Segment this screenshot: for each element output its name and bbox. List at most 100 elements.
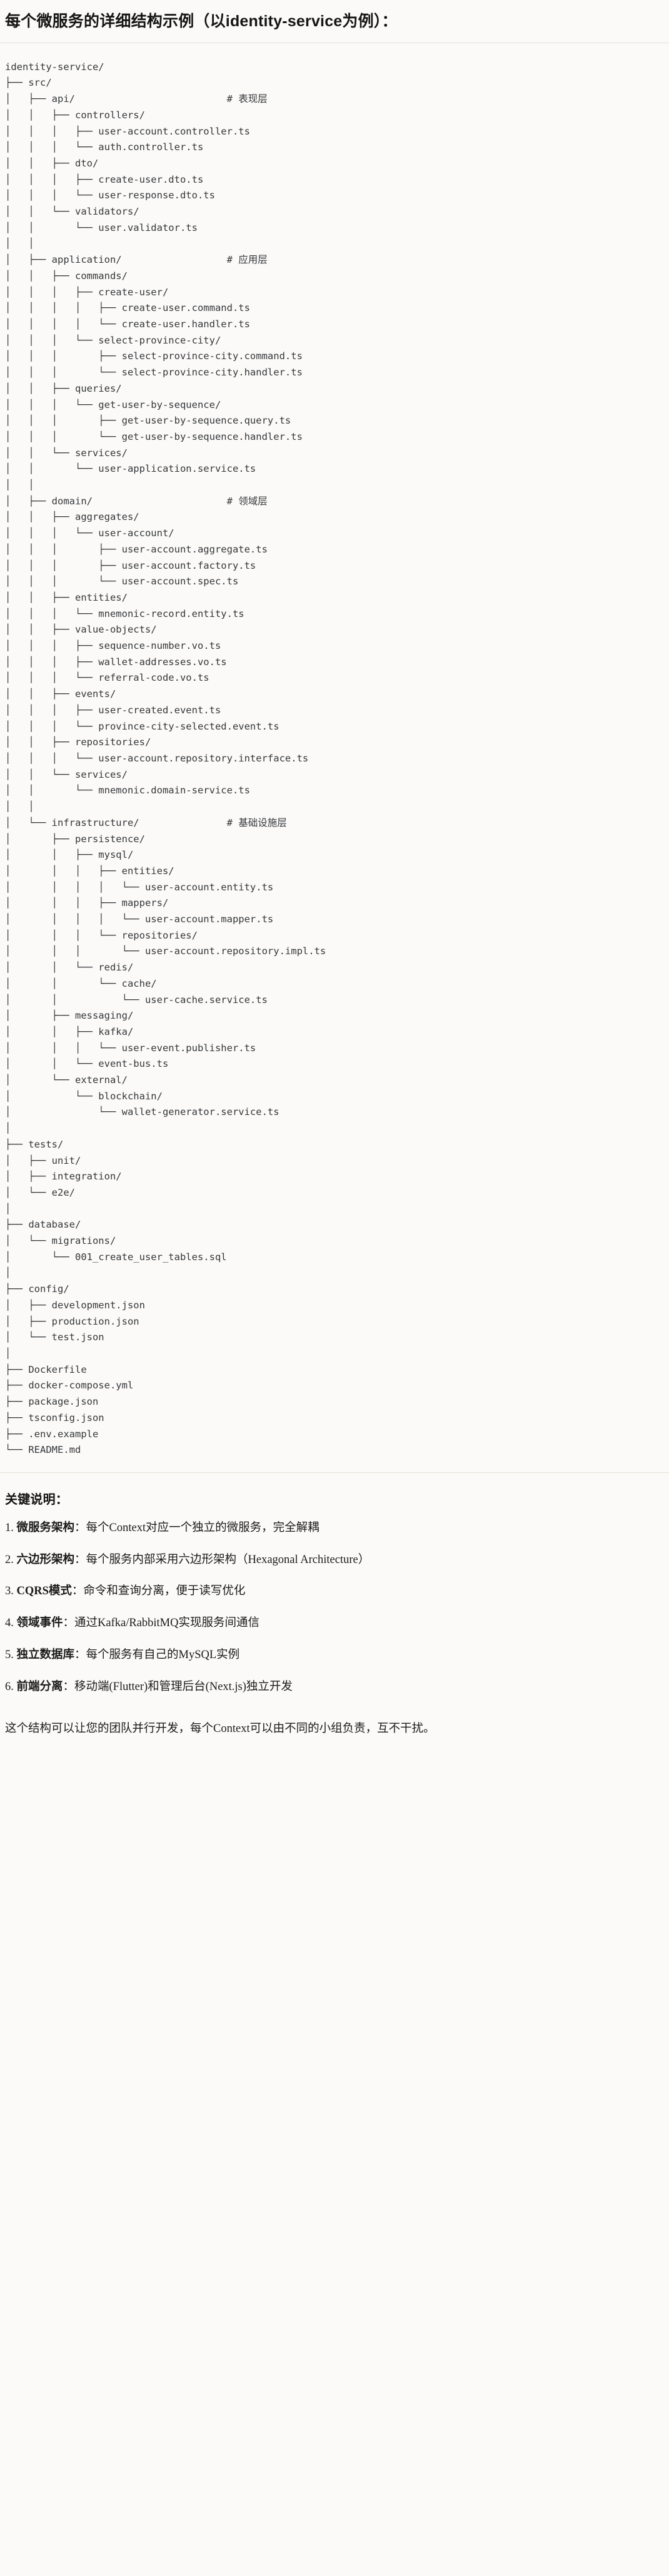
tree-line: │ │ │ ├── entities/ (5, 865, 174, 877)
tree-line: │ │ ├── queries/ (5, 382, 122, 394)
key-note-description: ：通过Kafka/RabbitMQ实现服务间通信 (63, 1617, 259, 1630)
key-note-item: 六边形架构：每个服务内部采用六边形架构（Hexagonal Architectu… (5, 1552, 664, 1569)
tree-line: │ │ │ ├── wallet-addresses.vo.ts (5, 656, 227, 668)
directory-tree-block: identity-service/ ├── src/ │ ├── api/ # … (0, 43, 669, 1472)
tree-line: │ │ ├── mysql/ (5, 849, 134, 861)
tree-line: │ │ (5, 479, 34, 491)
tree-path: │ └── infrastructure/ (5, 817, 227, 828)
key-note-description: ：移动端(Flutter)和管理后台(Next.js)独立开发 (63, 1680, 293, 1693)
tree-line: │ └── e2e/ (5, 1186, 75, 1198)
tree-line: │ │ │ └── auth.controller.ts (5, 141, 204, 153)
key-note-item: CQRS模式：命令和查询分离，便于读写优化 (5, 1583, 664, 1601)
tree-line: │ ├── persistence/ (5, 833, 145, 845)
tree-line: │ │ │ └── user-account.repository.interf… (5, 752, 309, 764)
key-note-term: 前端分离 (16, 1680, 63, 1693)
tree-line: │ │ │ └── referral-code.vo.ts (5, 672, 209, 684)
tree-line: │ ├── domain/ # 领域层 (5, 496, 268, 507)
tree-line: │ │ │ ├── mappers/ (5, 897, 169, 909)
key-note-description: ：每个服务有自己的MySQL实例 (74, 1648, 240, 1661)
tree-line: │ │ │ └── select-province-city.handler.t… (5, 367, 303, 379)
tree-line: │ │ │ └── user-event.publisher.ts (5, 1042, 256, 1054)
tree-line: │ │ │ └── user-account/ (5, 527, 174, 539)
tree-line: │ │ │ ├── create-user/ (5, 286, 169, 298)
tree-line: │ │ └── user-cache.service.ts (5, 994, 268, 1005)
key-note-term: 六边形架构 (16, 1553, 75, 1566)
tree-line: │ │ ├── controllers/ (5, 109, 145, 121)
tree-line: │ │ │ ├── user-account.aggregate.ts (5, 543, 268, 555)
page-title: 每个微服务的详细结构示例（以identity-service为例）： (5, 13, 398, 30)
key-note-item: 前端分离：移动端(Flutter)和管理后台(Next.js)独立开发 (5, 1679, 664, 1696)
key-note-item: 领域事件：通过Kafka/RabbitMQ实现服务间通信 (5, 1615, 664, 1632)
tree-line: │ │ ├── entities/ (5, 591, 128, 603)
tree-line: │ │ │ ├── create-user.dto.ts (5, 173, 204, 185)
tree-layer-comment: # 表现层 (226, 93, 268, 105)
tree-line: │ │ ├── kafka/ (5, 1026, 134, 1037)
tree-line: │ │ ├── dto/ (5, 157, 99, 169)
tree-line: │ │ │ └── mnemonic-record.entity.ts (5, 608, 244, 619)
tree-line: │ └── 001_create_user_tables.sql (5, 1251, 227, 1263)
tree-line: │ │ ├── repositories/ (5, 736, 151, 748)
tree-layer-comment: # 基础设施层 (226, 817, 287, 828)
tree-line: │ │ │ └── select-province-city/ (5, 334, 221, 346)
tree-line: │ │ └── mnemonic.domain-service.ts (5, 785, 250, 797)
tree-line: │ │ │ └── province-city-selected.event.t… (5, 720, 279, 732)
tree-line: │ │ └── user.validator.ts (5, 221, 198, 233)
key-note-description: ：每个Context对应一个独立的微服务，完全解耦 (74, 1521, 319, 1534)
tree-line: │ │ │ └── user-account.repository.impl.t… (5, 945, 326, 957)
tree-line: │ (5, 1348, 11, 1359)
tree-line: ├── config/ (5, 1283, 69, 1295)
tree-line: ├── Dockerfile (5, 1363, 87, 1375)
tree-path: │ ├── application/ (5, 254, 227, 266)
tree-line: │ └── blockchain/ (5, 1090, 163, 1102)
directory-tree: identity-service/ ├── src/ │ ├── api/ # … (5, 59, 664, 1459)
tree-line: │ ├── development.json (5, 1299, 145, 1311)
tree-line: │ └── test.json (5, 1331, 104, 1343)
tree-line: │ │ │ │ └── user-account.entity.ts (5, 881, 274, 893)
tree-line: │ │ └── redis/ (5, 962, 134, 974)
key-note-item: 独立数据库：每个服务有自己的MySQL实例 (5, 1647, 664, 1664)
tree-line: │ │ └── validators/ (5, 206, 139, 218)
tree-line: │ └── migrations/ (5, 1235, 116, 1247)
tree-layer-comment: # 领域层 (226, 495, 268, 507)
key-note-description: ：每个服务内部采用六边形架构（Hexagonal Architecture） (74, 1553, 370, 1566)
tree-line: │ │ │ │ └── user-account.mapper.ts (5, 914, 274, 925)
tree-line: ├── docker-compose.yml (5, 1380, 134, 1392)
tree-line: │ └── infrastructure/ # 基础设施层 (5, 817, 287, 828)
tree-line: │ │ │ └── repositories/ (5, 929, 198, 941)
key-note-item: 微服务架构：每个Context对应一个独立的微服务，完全解耦 (5, 1520, 664, 1537)
tree-line: │ (5, 1203, 11, 1214)
tree-layer-comment: # 应用层 (226, 254, 268, 266)
key-note-term: CQRS模式 (16, 1585, 72, 1598)
tree-line: │ ├── unit/ (5, 1154, 81, 1166)
tree-line: │ ├── api/ # 表现层 (5, 93, 268, 104)
tree-line: │ │ ├── commands/ (5, 270, 128, 282)
tree-line: │ │ │ ├── sequence-number.vo.ts (5, 640, 221, 652)
key-note-term: 独立数据库 (16, 1648, 75, 1661)
tree-line: │ │ │ └── get-user-by-sequence.handler.t… (5, 430, 303, 442)
tree-line: │ │ └── services/ (5, 447, 128, 459)
tree-line: ├── .env.example (5, 1428, 99, 1440)
closing-paragraph: 这个结构可以让您的团队并行开发，每个Context可以由不同的小组负责，互不干扰… (5, 1723, 435, 1736)
tree-line: │ ├── messaging/ (5, 1010, 134, 1022)
tree-line: │ │ (5, 238, 34, 250)
tree-line: │ (5, 1267, 11, 1279)
tree-line: │ │ ├── events/ (5, 688, 116, 700)
tree-line: │ │ │ │ └── create-user.handler.ts (5, 318, 250, 330)
tree-line: ├── package.json (5, 1396, 99, 1408)
tree-line: │ │ │ │ ├── create-user.command.ts (5, 302, 250, 314)
tree-divider (0, 1472, 669, 1473)
tree-line: │ │ │ ├── get-user-by-sequence.query.ts (5, 415, 291, 427)
tree-line: │ │ │ ├── user-account.factory.ts (5, 559, 256, 571)
tree-line: │ (5, 1123, 11, 1134)
tree-line: │ │ ├── aggregates/ (5, 511, 139, 523)
tree-line: │ │ │ └── get-user-by-sequence/ (5, 399, 221, 410)
tree-line: │ │ │ ├── user-account.controller.ts (5, 125, 250, 137)
key-note-description: ：命令和查询分离，便于读写优化 (71, 1585, 246, 1598)
tree-line: │ │ │ └── user-account.spec.ts (5, 576, 239, 588)
tree-path: │ ├── domain/ (5, 495, 227, 507)
tree-line: │ └── external/ (5, 1074, 128, 1086)
tree-line: ├── tests/ (5, 1138, 64, 1150)
document-page: 每个微服务的详细结构示例（以identity-service为例）： ident… (0, 0, 669, 1754)
key-notes-title: 关键说明： (5, 1492, 68, 1507)
tree-line: │ │ │ └── user-response.dto.ts (5, 190, 215, 201)
